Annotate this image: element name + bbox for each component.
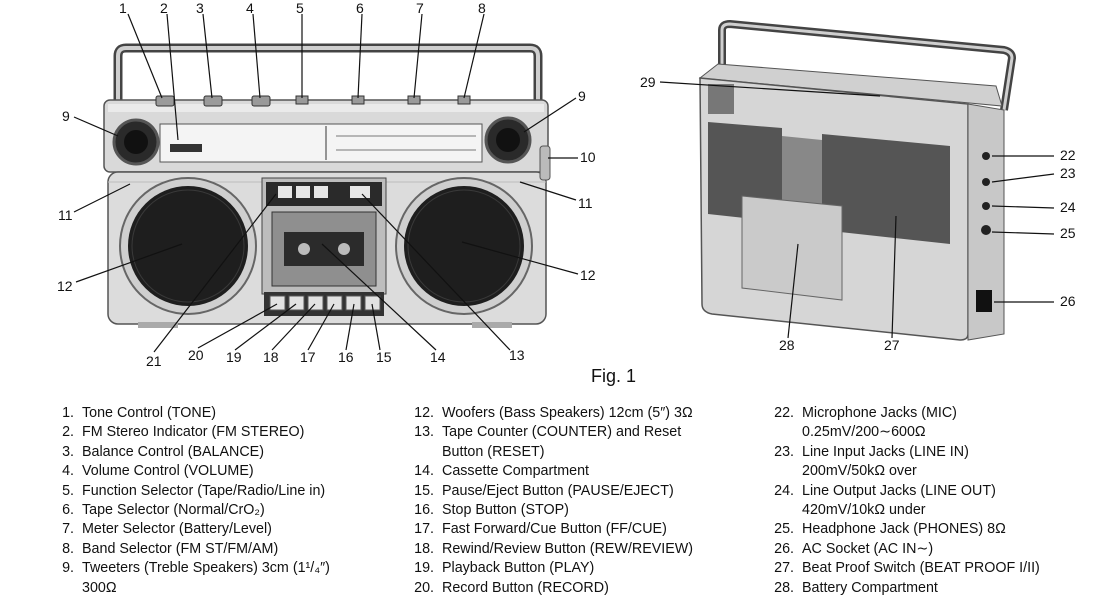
callout-2: 2 — [160, 0, 168, 16]
callout-13: 13 — [509, 347, 525, 363]
callout-14: 14 — [430, 349, 446, 365]
callout-16: 16 — [338, 349, 354, 365]
legend-column-1: 1.Tone Control (TONE) 2.FM Stereo Indica… — [52, 404, 330, 598]
callout-24: 24 — [1060, 199, 1076, 215]
callout-8: 8 — [478, 0, 486, 16]
legend-item: 25.Headphone Jack (PHONES) 8Ω — [774, 521, 1006, 538]
callout-17: 17 — [300, 349, 316, 365]
legend-item: 3.Balance Control (BALANCE) — [62, 443, 264, 460]
legend-item: 16.Stop Button (STOP) — [414, 502, 569, 519]
callout-9-left: 9 — [62, 108, 70, 124]
legend-item: 17.Fast Forward/Cue Button (FF/CUE) — [414, 521, 667, 538]
legend-item: 24.Line Output Jacks (LINE OUT) — [774, 482, 996, 499]
legend-item: 13.Tape Counter (COUNTER) and Reset — [414, 424, 682, 441]
callout-9-right: 9 — [578, 88, 586, 104]
legend-item: 28.Battery Compartment — [774, 579, 938, 596]
legend-item: 18.Rewind/Review Button (REW/REVIEW) — [414, 540, 694, 557]
legend-item-continuation: 200mV/50kΩ over — [802, 463, 917, 480]
legend-column-3: 22.Microphone Jacks (MIC) 0.25mV/200∼600… — [760, 404, 1040, 598]
figure-caption: Fig. 1 — [591, 366, 637, 386]
callout-19: 19 — [226, 349, 242, 365]
legend-item: 12.Woofers (Bass Speakers) 12cm (5″) 3Ω — [414, 405, 693, 421]
legend-column-2: 12.Woofers (Bass Speakers) 12cm (5″) 3Ω … — [400, 404, 693, 598]
legend-item-continuation: Button (RESET) — [442, 443, 545, 460]
legend-item-continuation: 300Ω — [82, 579, 117, 596]
legend-item: 27.Beat Proof Switch (BEAT PROOF I/II) — [774, 560, 1040, 577]
front-leader-lines — [73, 13, 579, 353]
legend-item: 1.Tone Control (TONE) — [62, 405, 217, 421]
legend-item-continuation: 420mV/10kΩ under — [802, 502, 926, 519]
legend-item: 14.Cassette Compartment — [414, 463, 589, 480]
callout-11-right: 11 — [578, 195, 593, 211]
callout-12-right: 12 — [580, 267, 596, 283]
legend-item: 26.AC Socket (AC IN∼) — [774, 540, 934, 557]
legend-item-continuation: 0.25mV/200∼600Ω — [802, 424, 926, 441]
callout-28: 28 — [779, 337, 795, 353]
legend-item: 19.Playback Button (PLAY) — [414, 560, 595, 577]
legend-item: 6.Tape Selector (Normal/CrO₂) — [62, 502, 265, 519]
legend-item: 4.Volume Control (VOLUME) — [62, 463, 254, 480]
callout-11-left: 11 — [58, 207, 73, 223]
rear-leader-lines — [659, 81, 1055, 339]
callout-7: 7 — [416, 0, 424, 16]
legend-item: 5.Function Selector (Tape/Radio/Line in) — [62, 482, 326, 499]
callout-1: 1 — [119, 0, 127, 16]
callout-27: 27 — [884, 337, 900, 353]
legend-item: 22.Microphone Jacks (MIC) — [774, 405, 957, 421]
legend-item: 20.Record Button (RECORD) — [414, 579, 609, 596]
callout-22: 22 — [1060, 147, 1076, 163]
boombox-illustration: 1 2 3 4 5 6 7 8 9 9 10 11 11 12 12 13 14… — [57, 0, 1076, 369]
callout-10: 10 — [580, 149, 596, 165]
callout-26: 26 — [1060, 293, 1076, 309]
legend-item: 15.Pause/Eject Button (PAUSE/EJECT) — [414, 482, 674, 499]
callout-4: 4 — [246, 0, 254, 16]
callout-18: 18 — [263, 349, 279, 365]
callout-23: 23 — [1060, 165, 1076, 181]
callout-21: 21 — [146, 353, 162, 369]
callout-15: 15 — [376, 349, 392, 365]
legend-item: 8.Band Selector (FM ST/FM/AM) — [62, 540, 279, 557]
callout-29: 29 — [640, 74, 656, 90]
legend-item: 7.Meter Selector (Battery/Level) — [62, 521, 272, 538]
legend-item: 9.Tweeters (Treble Speakers) 3cm (1¹/₄″) — [62, 560, 330, 577]
legend-item: 23.Line Input Jacks (LINE IN) — [774, 443, 969, 460]
front-view — [103, 43, 551, 328]
rear-view — [698, 19, 1017, 341]
callout-6: 6 — [356, 0, 364, 16]
callout-3: 3 — [196, 0, 204, 16]
callout-20: 20 — [188, 347, 204, 363]
callout-numbers: 1 2 3 4 5 6 7 8 9 9 10 11 11 12 12 13 14… — [57, 0, 1076, 369]
callout-5: 5 — [296, 0, 304, 16]
callout-25: 25 — [1060, 225, 1076, 241]
callout-12-left: 12 — [57, 278, 73, 294]
legend-item: 2.FM Stereo Indicator (FM STEREO) — [62, 424, 305, 441]
